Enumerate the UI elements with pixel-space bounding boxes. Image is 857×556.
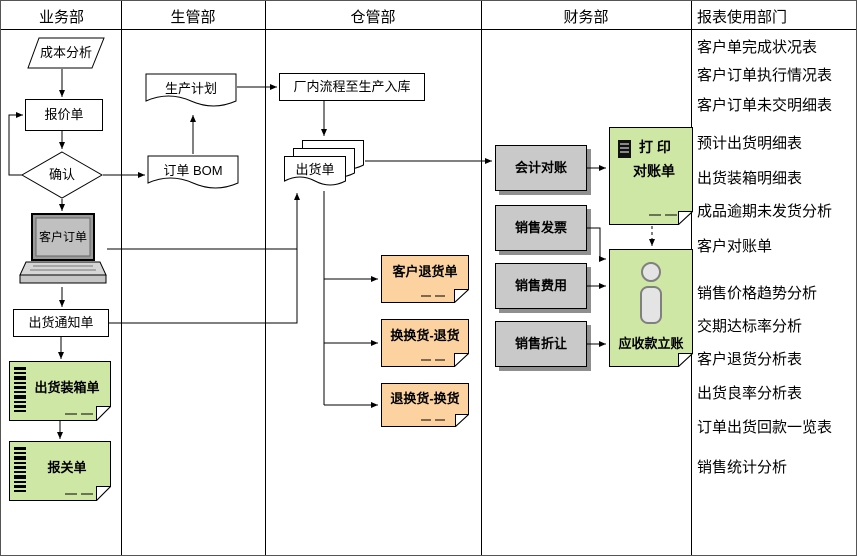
report-item: 销售价格趋势分析 [697,285,818,302]
multi-document-shape [284,140,364,186]
report-item: 交期达标率分析 [697,318,803,335]
return-exchange-label: 退换货-换货 [390,391,460,406]
report-item: 成品逾期未发货分析 [697,203,833,220]
barcode-icon [14,447,26,492]
lane-divider [121,1,122,555]
node-confirm: 确认 [21,151,103,199]
report-item: 销售统计分析 [697,459,788,476]
node-customs-form: 报关单 [9,441,111,501]
connector [587,227,606,262]
node-return-exchange: 退换货-换货 [381,383,469,427]
lane-header-reports: 报表使用部门 [697,9,788,26]
report-item: 客户对账单 [697,238,773,255]
laptop-icon [19,213,107,284]
lane-header-finance: 财务部 [563,9,609,26]
print-statement-label-line2: 对账单 [633,163,675,179]
node-packing-list: 出货装箱单 [9,361,111,421]
report-item: 预计出货明细表 [697,135,803,152]
lane-header-production: 生管部 [170,9,216,26]
node-order-bom: 订单 BOM [147,155,239,195]
node-print-statement: 打 印 对账单 [609,127,693,225]
node-cost-analysis: 成本分析 [27,37,105,69]
report-item: 出货良率分析表 [697,385,803,402]
node-factory-inbound: 厂内流程至生产入库 [279,73,425,101]
document-shape [145,73,237,107]
order-bom-label: 订单 BOM [163,162,223,178]
node-customer-return: 客户退货单 [381,255,469,303]
report-item: 出货装箱明细表 [697,170,803,187]
lane-divider [481,1,482,555]
node-quotation: 报价单 [25,99,103,131]
node-shipment-doc: 出货单 [283,139,365,201]
confirm-label: 确认 [48,166,75,182]
node-sales-expense: 销售费用 [495,263,587,309]
note-shape [609,127,693,225]
customer-order-label: 客户订单 [38,230,87,244]
lane-header-business: 业务部 [38,9,84,26]
report-item: 客户订单未交明细表 [697,97,833,114]
header-divider [1,29,856,30]
sales-allowance-label: 销售折让 [514,335,567,351]
note-shape [381,319,469,367]
printer-icon [618,140,631,158]
note-shape [381,255,469,303]
lane-divider [265,1,266,555]
node-customer-order: 客户订单 [19,213,107,287]
cost-analysis-label: 成本分析 [39,44,92,60]
node-exchange-return: 换换货-退货 [381,319,469,367]
customer-return-label: 客户退货单 [392,264,458,279]
customs-form-label: 报关单 [47,460,87,475]
node-accounting-recon: 会计对账 [495,145,587,191]
ar-posting-label: 应收款立账 [618,336,684,351]
diamond-shape [21,151,103,199]
report-item: 订单出货回款一览表 [697,419,833,436]
report-item: 客户单完成状况表 [697,39,818,56]
shipment-doc-label: 出货单 [295,162,335,177]
note-shape [9,441,111,501]
node-ship-notice: 出货通知单 [13,309,109,337]
note-shape [381,383,469,427]
factory-inbound-label: 厂内流程至生产入库 [293,78,411,94]
quotation-label: 报价单 [44,106,84,122]
note-shape [609,249,693,367]
connector [109,249,298,324]
ship-notice-label: 出货通知单 [28,314,94,330]
node-sales-invoice: 销售发票 [495,205,587,251]
lane-header-warehouse: 仓管部 [350,9,396,26]
connector [107,193,300,250]
note-shape [9,361,111,421]
node-ar-posting: 应收款立账 [609,249,693,367]
accounting-recon-label: 会计对账 [514,159,567,175]
packing-list-label: 出货装箱单 [34,380,100,395]
report-item: 客户退货分析表 [697,351,803,368]
sales-expense-label: 销售费用 [514,277,567,293]
sales-invoice-label: 销售发票 [514,219,567,235]
production-plan-label: 生产计划 [164,80,217,96]
info-icon [640,262,662,324]
barcode-icon [14,367,26,412]
print-statement-label-line1: 打 印 [639,139,671,155]
exchange-return-label: 换换货-退货 [390,328,460,343]
node-production-plan: 生产计划 [145,73,237,113]
node-sales-allowance: 销售折让 [495,321,587,367]
report-item: 客户订单执行情况表 [697,67,833,84]
document-shape [147,155,239,189]
parallelogram-shape [27,37,105,69]
